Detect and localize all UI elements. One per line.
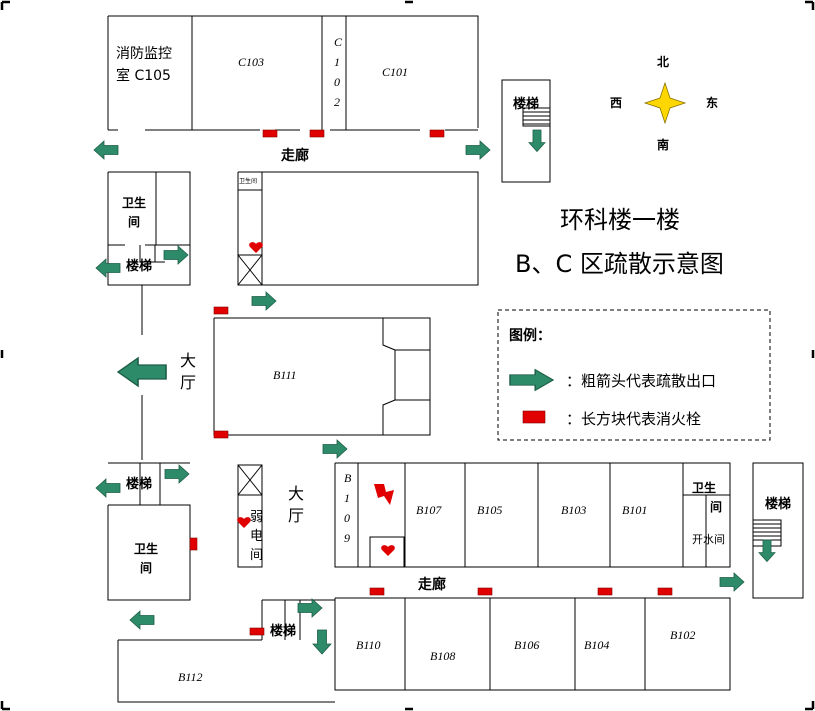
hydrant bbox=[597, 587, 613, 596]
compass-east: 东 bbox=[706, 95, 718, 110]
compass-north: 北 bbox=[657, 54, 669, 69]
hydrant bbox=[657, 587, 673, 596]
hall-lower-1: 大 bbox=[288, 484, 304, 503]
hydrant bbox=[309, 129, 325, 138]
room-b102: B102 bbox=[670, 628, 695, 642]
legend-hydrant-icon bbox=[522, 410, 546, 424]
toilet-right-1: 卫生 bbox=[692, 480, 716, 495]
toilet-right-2: 间 bbox=[710, 499, 722, 514]
stairs-center-lower: 楼梯 bbox=[270, 623, 296, 639]
weak-room-1: 弱 bbox=[250, 510, 263, 525]
compass-icon bbox=[643, 81, 687, 125]
weak-room-3: 间 bbox=[250, 548, 263, 563]
weak-room-2: 电 bbox=[250, 529, 263, 544]
exit-arrow-right-icon bbox=[163, 245, 189, 265]
room-b106: B106 bbox=[514, 638, 539, 652]
room-b112: B112 bbox=[178, 670, 202, 684]
exit-arrow-left-icon bbox=[129, 610, 155, 630]
exit-arrow-right-icon bbox=[164, 464, 190, 484]
room-b109-b: B bbox=[344, 471, 352, 485]
legend-arrow-icon bbox=[509, 368, 554, 392]
toilet-lower-1: 卫生 bbox=[134, 541, 158, 556]
exit-arrow-right-icon bbox=[251, 291, 277, 311]
hydrant bbox=[262, 129, 278, 138]
room-b108: B108 bbox=[430, 649, 455, 663]
compass-west: 西 bbox=[610, 96, 622, 110]
corridor-bottom: 走廊 bbox=[418, 576, 446, 593]
exit-arrow-right-icon bbox=[322, 439, 348, 459]
hall-lower-2: 厅 bbox=[288, 506, 304, 525]
room-b109-1: 1 bbox=[344, 491, 350, 505]
hall-upper-1: 大 bbox=[180, 351, 196, 370]
room-b109-0: 0 bbox=[344, 511, 350, 525]
heart-icons bbox=[237, 242, 395, 556]
legend-box bbox=[497, 309, 771, 441]
room-c102-1: 1 bbox=[334, 55, 340, 69]
room-b104: B104 bbox=[584, 638, 609, 652]
hydrant bbox=[189, 537, 198, 551]
hydrant bbox=[429, 129, 445, 138]
exit-arrow-left-icon bbox=[93, 140, 119, 160]
exit-arrow-right-icon bbox=[297, 598, 323, 618]
text-layer: 环科楼一楼 B、C 区疏散示意图 北 南 东 西 图例： ：粗箭头代表疏散出口 … bbox=[116, 35, 791, 684]
stairs-top-right: 楼梯 bbox=[513, 96, 539, 112]
toilet-lower-2: 间 bbox=[140, 560, 152, 575]
heart-icon bbox=[249, 242, 263, 253]
stairs-right-lower: 楼梯 bbox=[765, 496, 791, 512]
toilet-upper-2: 间 bbox=[128, 214, 140, 229]
compass-south: 南 bbox=[657, 137, 669, 152]
exit-arrow-down-icon bbox=[528, 129, 546, 152]
lightning-icon bbox=[374, 484, 394, 505]
room-c105-line1: 消防监控 bbox=[116, 46, 172, 62]
room-c103: C103 bbox=[238, 55, 264, 69]
title-line1: 环科楼一楼 bbox=[560, 206, 680, 234]
room-b105: B105 bbox=[477, 503, 502, 517]
legend-hydrant-label: ：长方块代表消火栓 bbox=[566, 410, 701, 428]
exit-arrow-right-icon bbox=[465, 140, 491, 160]
room-c102-0: 0 bbox=[334, 75, 340, 89]
corridor-top: 走廊 bbox=[281, 147, 309, 164]
hydrant bbox=[213, 306, 229, 315]
room-small-label: 卫生间 bbox=[239, 177, 257, 185]
hall-upper-2: 厅 bbox=[180, 373, 196, 392]
hydrants bbox=[189, 129, 673, 636]
hydrant bbox=[249, 627, 265, 636]
room-b109-9: 9 bbox=[344, 531, 350, 545]
heart-icon bbox=[237, 517, 251, 528]
legend-arrow-label: ：粗箭头代表疏散出口 bbox=[566, 372, 716, 390]
room-b107: B107 bbox=[416, 503, 442, 517]
exit-arrow-left-icon bbox=[95, 478, 121, 498]
stairs-left-lower: 楼梯 bbox=[126, 476, 152, 492]
boiling-water-room: 开水间 bbox=[692, 533, 725, 546]
room-c102-c: C bbox=[334, 35, 343, 49]
room-c101: C101 bbox=[382, 65, 408, 79]
legend-heading: 图例： bbox=[509, 327, 551, 344]
walls bbox=[107, 15, 804, 703]
exit-arrow-right-icon bbox=[719, 572, 745, 592]
hydrant bbox=[369, 587, 385, 596]
hydrant bbox=[477, 587, 493, 596]
room-b111: B111 bbox=[273, 368, 297, 382]
stairs-left-upper: 楼梯 bbox=[126, 258, 152, 274]
room-b103: B103 bbox=[561, 503, 586, 517]
exit-arrow-left-big-icon bbox=[117, 357, 167, 387]
room-c102-2: 2 bbox=[334, 95, 340, 109]
exit-arrow-down-icon bbox=[312, 629, 332, 655]
room-b101: B101 bbox=[622, 503, 647, 517]
room-c105-line2: 室 C105 bbox=[116, 67, 171, 84]
toilet-upper-1: 卫生 bbox=[122, 195, 146, 210]
room-b110: B110 bbox=[356, 638, 380, 652]
exit-arrow-down-icon bbox=[758, 539, 776, 562]
title-line2: B、C 区疏散示意图 bbox=[515, 250, 724, 278]
heart-icon bbox=[381, 545, 395, 556]
hydrant bbox=[213, 430, 229, 439]
